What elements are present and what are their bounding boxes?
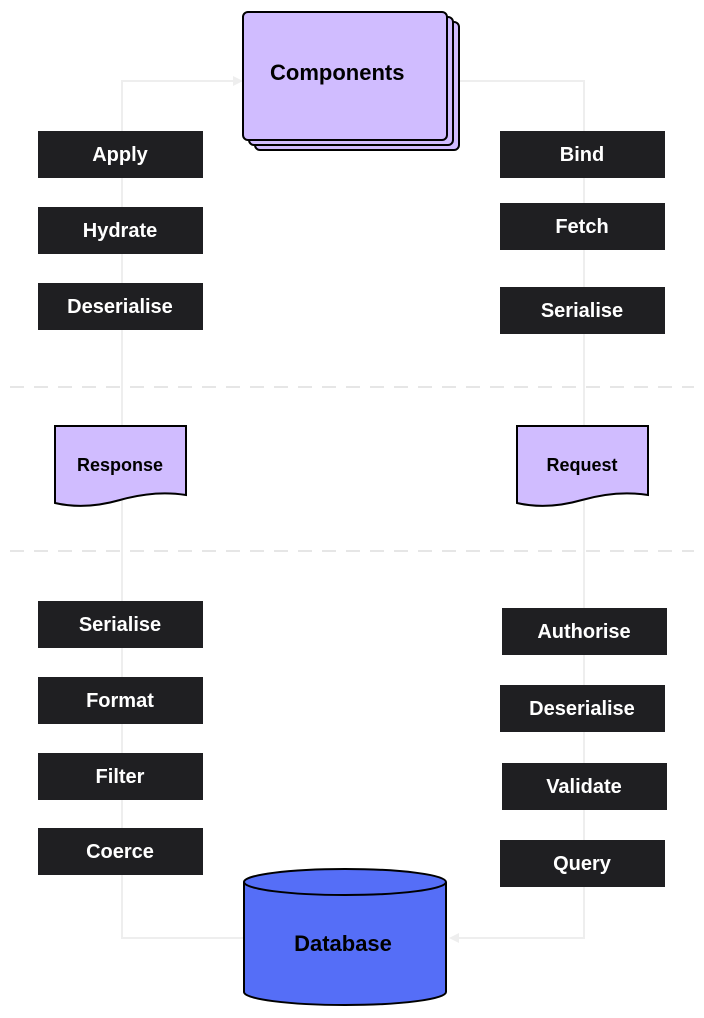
step-bind: Bind [500, 131, 665, 178]
svg-text:Serialise: Serialise [79, 614, 161, 636]
svg-text:Bind: Bind [560, 144, 604, 166]
connector-left [121, 80, 243, 939]
step-serialise-left: Serialise [38, 601, 203, 648]
svg-text:Deserialise: Deserialise [529, 698, 635, 720]
step-serialise-right: Serialise [500, 287, 665, 334]
request-label: Request [546, 455, 617, 475]
svg-text:Authorise: Authorise [537, 621, 630, 643]
svg-text:Validate: Validate [546, 776, 622, 798]
step-apply: Apply [38, 131, 203, 178]
components-label: Components [270, 60, 404, 85]
svg-text:Query: Query [553, 853, 612, 875]
svg-text:Filter: Filter [96, 766, 145, 788]
svg-text:Format: Format [86, 690, 154, 712]
step-authorise: Authorise [502, 608, 667, 655]
step-format: Format [38, 677, 203, 724]
step-deserialise-left: Deserialise [38, 283, 203, 330]
arrowhead-to-database [449, 933, 459, 943]
step-coerce: Coerce [38, 828, 203, 875]
request-node: Request [516, 425, 649, 507]
svg-text:Deserialise: Deserialise [67, 296, 173, 318]
step-validate: Validate [502, 763, 667, 810]
database-label: Database [294, 931, 392, 956]
step-filter: Filter [38, 753, 203, 800]
response-node: Response [54, 425, 187, 507]
svg-text:Hydrate: Hydrate [83, 220, 157, 242]
step-deserialise-right: Deserialise [500, 685, 665, 732]
step-query: Query [500, 840, 665, 887]
connector-right [456, 80, 585, 939]
arrowhead-to-components [233, 76, 243, 86]
step-fetch: Fetch [500, 203, 665, 250]
step-hydrate: Hydrate [38, 207, 203, 254]
svg-text:Fetch: Fetch [555, 216, 608, 238]
database-node: Database [243, 868, 447, 1006]
svg-text:Coerce: Coerce [86, 841, 154, 863]
response-label: Response [77, 455, 163, 475]
svg-text:Apply: Apply [92, 144, 148, 166]
svg-text:Serialise: Serialise [541, 300, 623, 322]
components-node: Components [242, 11, 460, 151]
